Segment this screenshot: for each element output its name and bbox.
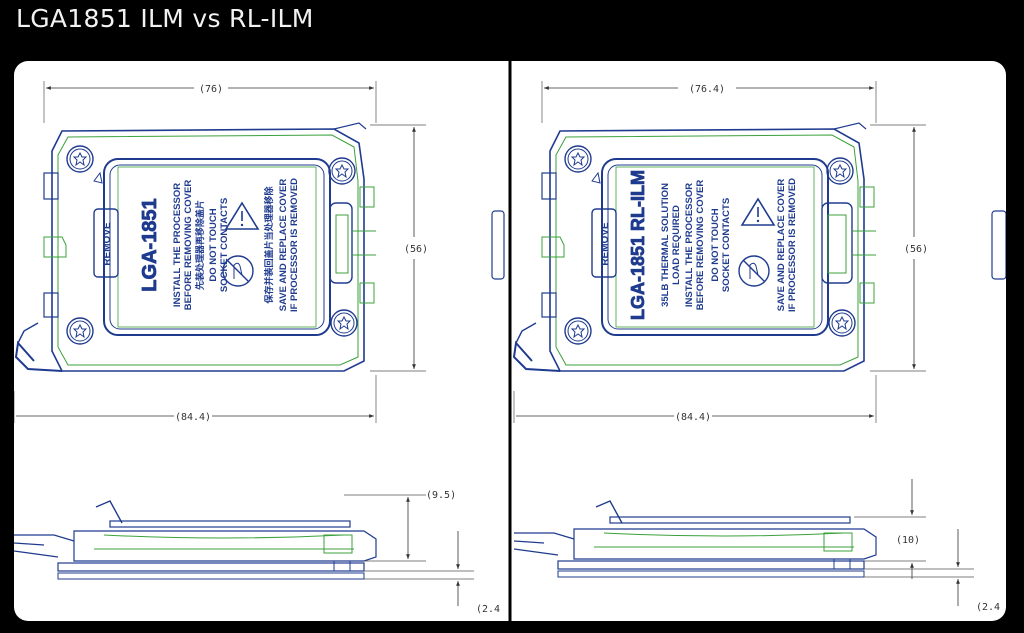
instruction-line: LOAD REQUIRED [671, 205, 682, 285]
dimension-height: (56) [904, 244, 928, 255]
dimension-height: (56) [404, 244, 428, 255]
remove-label: REMOVE [600, 222, 611, 266]
drawing-frame: REMOVE LGA-1851 INSTALL THE PROCESSOR BE… [14, 61, 1006, 621]
warning-icon [740, 197, 776, 226]
ilm-dimensions: (76) (56) (84.4) [14, 81, 428, 423]
instruction-line: SAVE AND REPLACE COVER [278, 179, 289, 312]
instruction-line-chinese: 先装处理器再移除盖片 [194, 200, 205, 290]
edge-tab [491, 210, 505, 280]
page-title: LGA1851 ILM vs RL-ILM [16, 4, 314, 33]
instruction-line: INSTALL THE PROCESSOR [172, 183, 183, 307]
instruction-line: 35LB THERMAL SOLUTION [660, 183, 671, 307]
instruction-line-chinese: 保存并装回盖片当处理器移除 [263, 186, 274, 305]
comparison-drawing: REMOVE LGA-1851 INSTALL THE PROCESSOR BE… [14, 61, 1006, 621]
dimension-overall-width: (84.4) [175, 412, 211, 423]
dimension-overall-width: (84.4) [675, 412, 711, 423]
dimension-profile-height: (9.5) [426, 490, 456, 501]
instruction-line: BEFORE REMOVING COVER [183, 180, 194, 311]
no-touch-icon [738, 255, 770, 287]
no-touch-icon [222, 255, 254, 287]
edge-tab [991, 210, 1006, 280]
warning-icon [224, 201, 260, 230]
screw-icon [564, 317, 592, 345]
instruction-line: IF PROCESSOR IS REMOVED [289, 178, 300, 312]
screw-icon [328, 157, 356, 185]
screw-icon [826, 157, 854, 185]
screw-icon [564, 145, 592, 173]
screw-icon [828, 309, 856, 337]
dimension-profile-height: (10) [896, 535, 920, 546]
rl-ilm-dimensions: (76.4) (56) (84.4) [513, 81, 928, 423]
dimension-base-thickness: (2.4 [476, 604, 500, 615]
instruction-line: BEFORE REMOVING COVER [695, 180, 706, 311]
screw-icon [66, 145, 94, 173]
rl-ilm-top-view: REMOVE LGA-1851 RL-ILM 35LB THERMAL SOLU… [512, 122, 876, 372]
instruction-line: SOCKET CONTACTS [721, 198, 732, 292]
dimension-base-thickness: (2.4 [976, 602, 1000, 613]
model-label: LGA-1851 RL-ILM [628, 170, 648, 320]
rl-ilm-side-view: (10) (2.4 [513, 479, 1000, 613]
instruction-line: INSTALL THE PROCESSOR [684, 183, 695, 307]
instruction-line: IF PROCESSOR IS REMOVED [787, 178, 798, 312]
ilm-side-view: (9.5) (2.4 [14, 490, 500, 615]
ilm-top-view: REMOVE LGA-1851 INSTALL THE PROCESSOR BE… [14, 122, 376, 372]
remove-label: REMOVE [102, 222, 113, 266]
instruction-line: SOCKET CONTACTS [219, 198, 230, 292]
dimension-top-width: (76.4) [689, 84, 725, 95]
model-label: LGA-1851 [139, 198, 161, 291]
instruction-line: DO NOT TOUCH [208, 208, 219, 281]
instruction-line: SAVE AND REPLACE COVER [776, 179, 787, 312]
instruction-line: DO NOT TOUCH [710, 208, 721, 281]
dimension-top-width: (76) [199, 84, 223, 95]
screw-icon [330, 309, 358, 337]
screw-icon [66, 317, 94, 345]
